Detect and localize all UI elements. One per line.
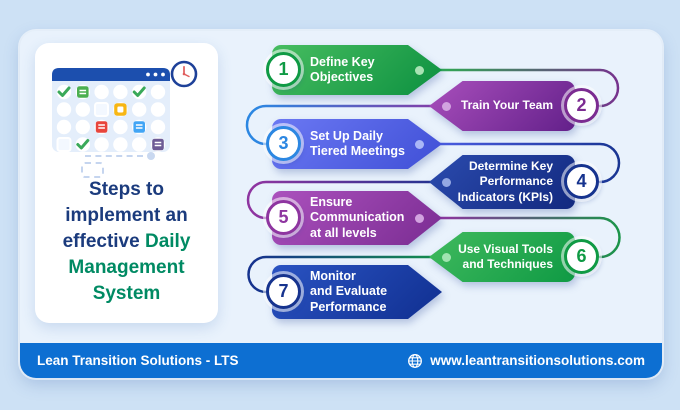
step-banner-6: Use Visual Tools and Techniques (429, 232, 575, 282)
connector-dot-3 (414, 139, 424, 149)
step-label-3: Set Up Daily Tiered Meetings (310, 128, 405, 159)
connector-dot-2 (441, 101, 451, 111)
footer-website-link[interactable]: www.leantransitionsolutions.com (430, 353, 645, 368)
footer-company: Lean Transition Solutions - LTS (37, 353, 239, 368)
step-banner-7: Monitor and Evaluate Performance (272, 265, 442, 319)
step-label-2: Train Your Team (460, 98, 553, 113)
clock-icon (170, 60, 198, 88)
connector-5-6 (417, 216, 621, 259)
connector-2-3 (245, 104, 448, 146)
note-icon-green (77, 86, 89, 98)
step-number-4: 4 (564, 164, 599, 199)
connector-1-2 (417, 68, 620, 108)
connector-dot-4 (441, 177, 451, 187)
left-panel: Steps to implement an effective Daily Ma… (35, 43, 218, 323)
connector-6-7 (247, 255, 448, 294)
note-icon-red (95, 121, 108, 133)
calendar-header-dots-icon (146, 72, 165, 77)
dashed-line-dot (147, 152, 155, 160)
step-banner-2: Train Your Team (429, 81, 575, 131)
step-number-2: 2 (564, 88, 599, 123)
footer-bar: Lean Transition Solutions - LTS www.lean… (20, 343, 662, 378)
calendar-header (52, 68, 170, 81)
connector-4-5 (246, 180, 448, 220)
dashed-line-decoration (85, 155, 143, 157)
step-number-1: 1 (266, 52, 301, 87)
step-label-7: Monitor and Evaluate Performance (310, 268, 388, 314)
panel-title: Steps to implement an effective Daily Ma… (62, 179, 191, 304)
connector-dot-1 (414, 65, 424, 75)
dashed-box-decoration (81, 162, 104, 178)
connector-3-4 (417, 142, 621, 184)
globe-icon (408, 353, 423, 368)
check-icon (57, 86, 146, 150)
step-number-6: 6 (564, 239, 599, 274)
step-number-3: 3 (266, 126, 301, 161)
step-label-1: Define Key Objectives (310, 54, 375, 85)
connector-lines (245, 68, 621, 294)
calendar-illustration (52, 68, 170, 152)
note-icon-blue (133, 121, 145, 133)
step-label-6: Use Visual Tools and Techniques (458, 241, 553, 272)
sun-icon-yellow (114, 103, 127, 116)
step-banner-5: Ensure Communication at all levels (272, 191, 442, 245)
step-banner-4: Determine Key Performance Indicators (KP… (429, 155, 575, 209)
connector-dot-6 (441, 252, 451, 262)
step-label-5: Ensure Communication at all levels (310, 194, 405, 240)
step-number-5: 5 (266, 200, 301, 235)
note-icon-purple (152, 138, 164, 151)
step-number-7: 7 (266, 274, 301, 309)
main-card: Define Key Objectives Train Your Team Se… (20, 31, 662, 378)
step-label-4: Determine Key Performance Indicators (KP… (457, 158, 553, 204)
connector-dot-5 (414, 213, 424, 223)
